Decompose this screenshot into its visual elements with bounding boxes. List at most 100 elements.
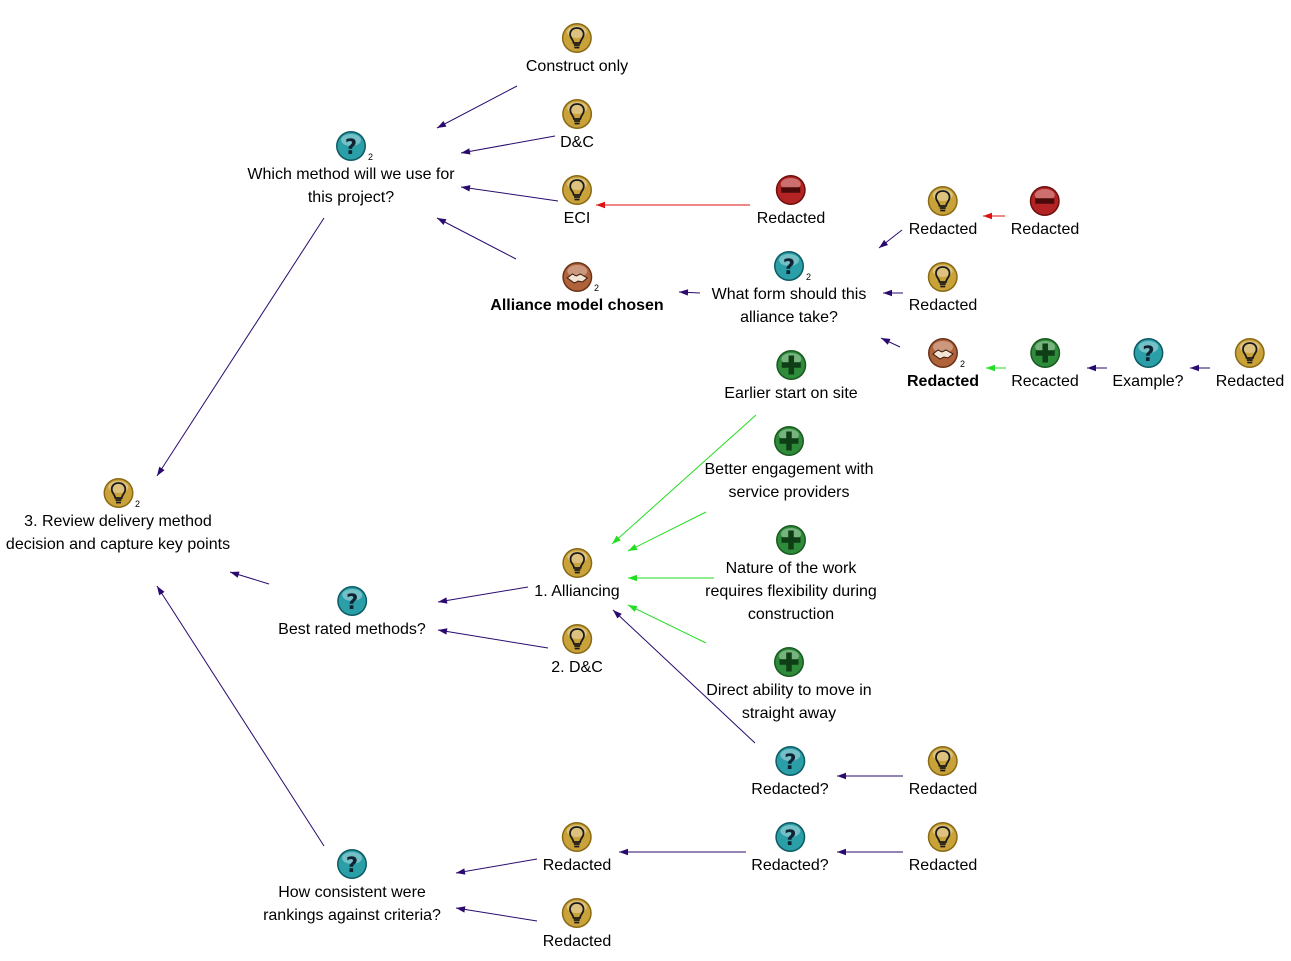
node-i-r7[interactable]: Redacted [908, 821, 978, 877]
plus-icon [775, 524, 807, 556]
node-label: Example? [1112, 373, 1184, 390]
node-p-recacted[interactable]: Recacted [1011, 337, 1079, 393]
edge-response [156, 217, 325, 477]
arrowhead [879, 239, 889, 248]
node-i-r1[interactable]: Redacted [908, 185, 978, 241]
edge-response [837, 772, 903, 780]
node-q-best[interactable]: ? Best rated methods? [278, 585, 426, 641]
svg-text:?: ? [784, 826, 796, 850]
node-label: How consistent were rankings against cri… [263, 884, 441, 924]
node-i-alliancing[interactable]: 1. Alliancing [534, 547, 620, 603]
arrowhead [883, 289, 892, 297]
arrowhead [837, 772, 846, 780]
arrowhead [628, 605, 638, 612]
node-label: D&C [560, 134, 594, 151]
svg-text:?: ? [783, 255, 795, 279]
node-i-r4[interactable]: Redacted [1216, 337, 1284, 393]
node-label: 3. Review delivery method decision and c… [5, 513, 231, 553]
child-count-badge: 2 [368, 152, 374, 162]
edge-objects [983, 212, 1005, 220]
node-label: Redacted [908, 857, 978, 874]
child-count-badge: 2 [960, 359, 966, 369]
edge-response [460, 185, 559, 202]
node-c-r1[interactable]: Redacted [1010, 185, 1080, 241]
node-q-red2[interactable]: ? Redacted? [751, 821, 829, 877]
node-i-r2[interactable]: Redacted [909, 261, 977, 317]
minus-icon [775, 174, 807, 206]
arrowhead [157, 586, 165, 596]
node-label: What form should this alliance take? [711, 286, 867, 326]
edge-response [837, 848, 903, 856]
handshake-icon: 2 [927, 337, 965, 369]
node-p-earlier[interactable]: Earlier start on site [724, 349, 858, 405]
node-label: Redacted? [751, 857, 829, 874]
node-label: 2. D&C [551, 659, 603, 676]
minus-icon [1029, 185, 1061, 217]
edge-supports [627, 511, 707, 552]
lightbulb-icon [561, 821, 593, 853]
svg-text:?: ? [784, 750, 796, 774]
node-q-red1[interactable]: ?Redacted? [751, 745, 829, 801]
edge-response [1190, 364, 1210, 372]
arrowhead [456, 906, 466, 913]
node-i-construct[interactable]: Construct only [526, 22, 628, 78]
edge-response [156, 585, 325, 847]
edge-response [678, 289, 701, 296]
edge-response [612, 609, 756, 744]
edge-response [883, 289, 903, 297]
node-root[interactable]: 2 3. Review delivery method decision and … [6, 477, 231, 556]
lightbulb-icon [561, 547, 593, 579]
lightbulb-icon [561, 174, 593, 206]
node-p-direct[interactable]: Direct ability to move in straight away [689, 646, 889, 725]
svg-text:?: ? [1142, 342, 1154, 366]
arrowhead [628, 544, 638, 551]
node-i-r6[interactable]: Redacted [542, 821, 612, 877]
node-label: Redacted [1010, 221, 1080, 238]
node-i-eci[interactable]: ECI [561, 174, 593, 230]
lightbulb-icon [1234, 337, 1266, 369]
node-p-nature[interactable]: Nature of the work requires flexibility … [701, 524, 881, 626]
arrowhead [1087, 364, 1096, 372]
edge-response [1087, 364, 1107, 372]
node-i-dc[interactable]: D&C [560, 98, 594, 154]
node-label: ECI [563, 210, 591, 227]
question-icon: ? [336, 585, 368, 617]
child-count-badge: 2 [593, 283, 600, 293]
node-label: Redacted [756, 210, 826, 227]
lightbulb-icon: 2 [102, 477, 140, 509]
arrowhead [437, 218, 447, 225]
node-label: Redacted [542, 857, 612, 874]
arrowhead [230, 571, 240, 578]
node-label: Direct ability to move in straight away [706, 682, 872, 722]
node-label: Construct only [525, 58, 629, 75]
node-label: Better engagement with service providers [704, 461, 874, 501]
arrowhead [628, 574, 637, 582]
edge-response [460, 135, 556, 155]
node-i-dc2[interactable]: 2. D&C [551, 623, 603, 679]
node-label: Redacted [542, 933, 612, 950]
node-p-better[interactable]: Better engagement with service providers [689, 425, 889, 504]
node-i-r8[interactable]: Redacted [542, 897, 612, 953]
arrowhead [613, 610, 622, 619]
node-label: 1. Alliancing [534, 583, 620, 600]
edge-supports [611, 414, 757, 545]
lightbulb-icon [561, 623, 593, 655]
node-label: Best rated methods? [278, 621, 426, 638]
node-q-example[interactable]: ? Example? [1112, 337, 1184, 393]
node-label: Nature of the work requires flexibility … [705, 560, 877, 623]
node-label: Redacted [908, 221, 978, 238]
arrowhead [461, 185, 471, 192]
node-q-consistent[interactable]: ?How consistent were rankings against cr… [247, 848, 457, 927]
plus-icon [773, 425, 805, 457]
node-i-r5[interactable]: Redacted [909, 745, 977, 801]
edge-response [455, 858, 538, 875]
edge-response [437, 586, 529, 604]
lightbulb-icon [927, 261, 959, 293]
node-c-eci[interactable]: Redacted [756, 174, 826, 230]
question-icon: ?2 [335, 130, 373, 162]
